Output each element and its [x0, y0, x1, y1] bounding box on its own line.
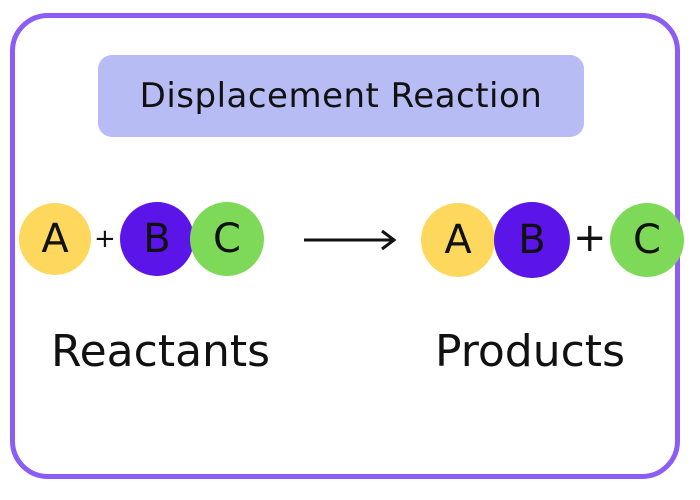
reactant-atom-c: C [190, 202, 264, 276]
product-plus-sign: + [573, 215, 607, 261]
product-atom-c: C [610, 203, 684, 277]
title-banner: Displacement Reaction [98, 55, 584, 137]
reactant-atom-a: A [19, 203, 91, 275]
product-atom-b: B [494, 202, 570, 278]
product-atom-a: A [421, 203, 495, 277]
reaction-arrow-icon [304, 229, 397, 251]
products-label: Products [435, 326, 625, 377]
diagram-title: Displacement Reaction [139, 76, 543, 116]
reactants-label: Reactants [51, 326, 271, 377]
reactant-atom-b: B [120, 202, 194, 276]
reactant-plus-sign: + [94, 224, 116, 254]
